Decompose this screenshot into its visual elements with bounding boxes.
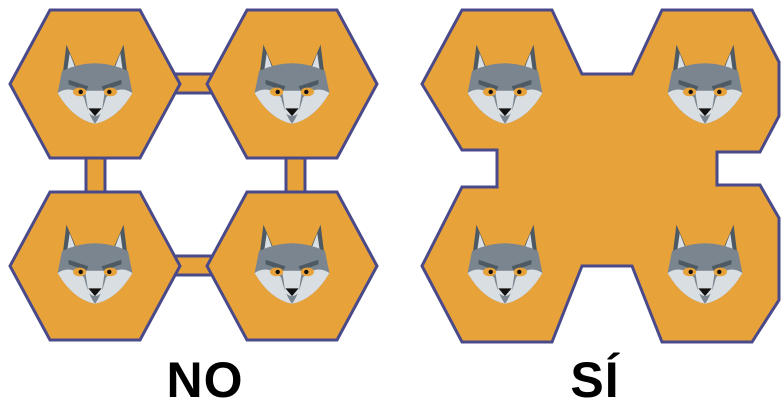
hex-tile-bottom-right xyxy=(207,192,377,340)
caption-si: SÍ xyxy=(500,352,690,408)
hex-tile-bottom-left xyxy=(10,192,180,340)
panel-no xyxy=(10,10,377,340)
panel-si xyxy=(422,10,779,342)
hex-tile-top-left xyxy=(10,10,180,158)
caption-no: NO xyxy=(110,352,300,408)
hex-tile-top-right xyxy=(207,10,377,158)
